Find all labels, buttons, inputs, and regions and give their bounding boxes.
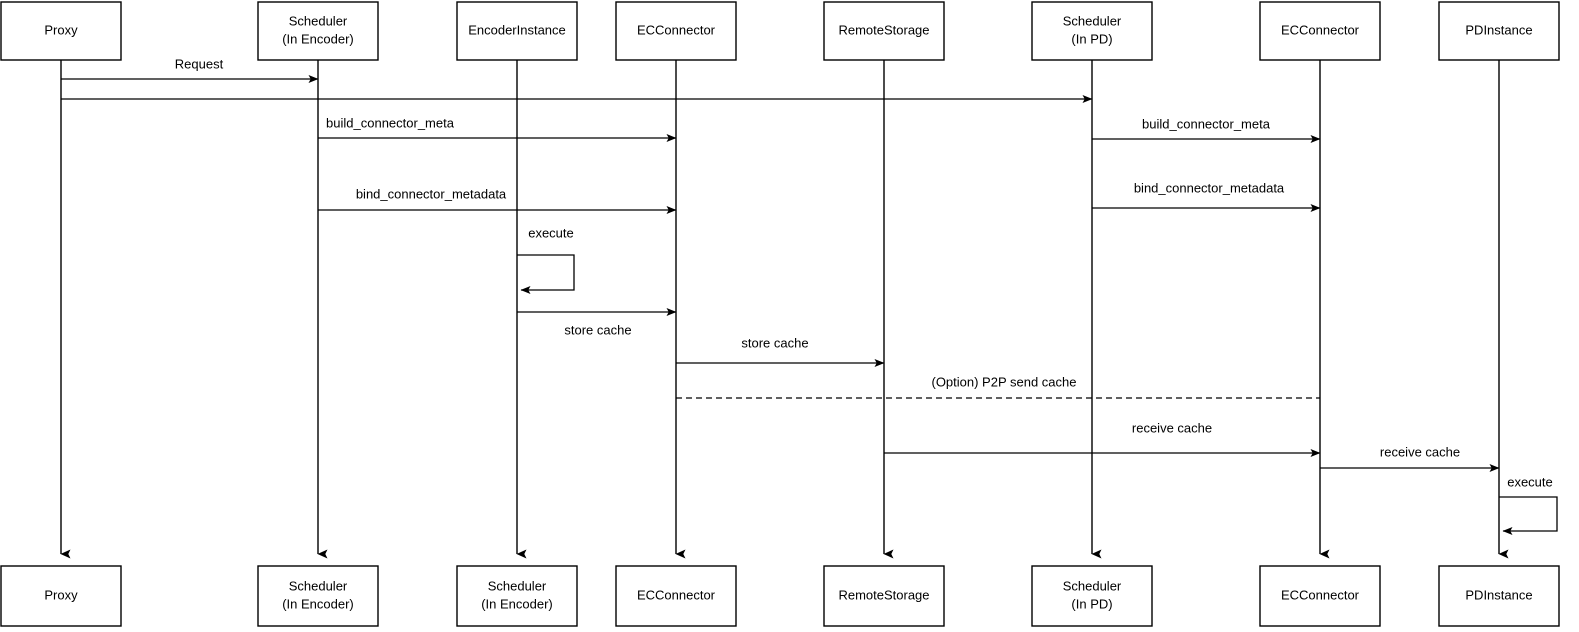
actor-footer-rect-remote-storage <box>823 565 945 627</box>
message-label-receive-cache-remote-to-pd-connector: receive cache <box>1132 420 1212 435</box>
messages-layer: Request build_connector_meta build_connect… <box>61 56 1500 472</box>
actor-header-label-ec-connector-pd: ECConnector <box>1281 22 1360 37</box>
actor-header-ec-connector-pd: ECConnector <box>1259 1 1381 61</box>
actor-footer-label-encoder-instance: Scheduler <box>488 578 547 593</box>
message-request: Request <box>61 56 319 83</box>
self-messages-layer: execute execute <box>517 225 1558 535</box>
actor-footer-ec-connector-pd: ECConnector <box>1259 565 1381 627</box>
actor-header-rect-scheduler-in-encoder <box>257 1 379 61</box>
actor-footer-rect-encoder-instance <box>456 565 578 627</box>
actor-header-remote-storage: RemoteStorage <box>823 1 945 61</box>
actor-header-label-scheduler-in-encoder: (In Encoder) <box>282 31 354 46</box>
actor-header-scheduler-in-encoder: Scheduler (In Encoder) <box>257 1 379 61</box>
message-store-cache-remote: store cache <box>676 335 885 367</box>
actor-footer-encoder-instance: Scheduler (In Encoder) <box>456 565 578 627</box>
actor-footer-pd-instance: PDInstance <box>1438 565 1560 627</box>
actor-header-encoder-instance: EncoderInstance <box>456 1 578 61</box>
actor-footer-label-scheduler-in-encoder: Scheduler <box>289 578 348 593</box>
message-receive-cache-remote-to-pd-connector: receive cache <box>884 420 1321 457</box>
lifelines-layer <box>60 60 1509 559</box>
actor-header-rect-pd-instance <box>1438 1 1560 61</box>
actor-footer-rect-pd-instance <box>1438 565 1560 627</box>
actor-header-rect-encoder-instance <box>456 1 578 61</box>
self-message-execute-encoder: execute <box>517 225 575 294</box>
actor-header-label-scheduler-in-encoder: Scheduler <box>289 13 348 28</box>
actor-footer-label-proxy: Proxy <box>44 587 78 602</box>
actor-header-label-pd-instance: PDInstance <box>1465 22 1532 37</box>
self-message-label-execute-pd: execute <box>1507 474 1553 489</box>
message-label-store-cache-encoder: store cache <box>564 322 631 337</box>
message-build-connector-meta-encoder: build_connector_meta <box>318 115 677 142</box>
actor-header-label-proxy: Proxy <box>44 22 78 37</box>
actor-footer-rect-ec-connector-encoder <box>615 565 737 627</box>
actor-footer-label-ec-connector-encoder: ECConnector <box>637 587 716 602</box>
self-message-path-execute-encoder <box>517 254 575 294</box>
actor-header-scheduler-in-pd: Scheduler (In PD) <box>1031 1 1153 61</box>
actor-header-rect-remote-storage <box>823 1 945 61</box>
message-store-cache-encoder: store cache <box>517 308 677 337</box>
actor-footer-remote-storage: RemoteStorage <box>823 565 945 627</box>
message-build-connector-meta-pd: build_connector_meta <box>1092 116 1321 143</box>
actor-header-ec-connector-encoder: ECConnector <box>615 1 737 61</box>
message-label-request: Request <box>175 56 224 71</box>
actor-header-label-scheduler-in-pd: Scheduler <box>1063 13 1122 28</box>
top-actor-boxes-layer: Proxy Scheduler (In Encoder) EncoderInstanc… <box>0 1 1560 61</box>
message-label-build-connector-meta-pd: build_connector_meta <box>1142 116 1271 131</box>
actor-footer-rect-proxy <box>0 565 122 627</box>
message-label-bind-connector-metadata-pd: bind_connector_metadata <box>1134 180 1285 195</box>
actor-header-rect-ec-connector-pd <box>1259 1 1381 61</box>
bottom-actor-boxes-layer: Proxy Scheduler (In Encoder) Scheduler (In E… <box>0 565 1560 627</box>
message-bind-connector-metadata-encoder: bind_connector_metadata <box>318 186 677 214</box>
actor-header-proxy: Proxy <box>0 1 122 61</box>
self-message-path-execute-pd <box>1499 496 1558 535</box>
actor-footer-ec-connector-encoder: ECConnector <box>615 565 737 627</box>
actor-footer-label-scheduler-in-pd: Scheduler <box>1063 578 1122 593</box>
message-label-p2p-send-cache: (Option) P2P send cache <box>931 374 1076 389</box>
actor-header-label-remote-storage: RemoteStorage <box>838 22 929 37</box>
actor-footer-scheduler-in-encoder: Scheduler (In Encoder) <box>257 565 379 627</box>
actor-footer-scheduler-in-pd: Scheduler (In PD) <box>1031 565 1153 627</box>
actor-header-rect-ec-connector-encoder <box>615 1 737 61</box>
message-receive-cache-connector-to-pd: receive cache <box>1320 444 1500 472</box>
self-message-label-execute-encoder: execute <box>528 225 574 240</box>
message-label-bind-connector-metadata-encoder: bind_connector_metadata <box>356 186 507 201</box>
message-label-receive-cache-connector-to-pd: receive cache <box>1380 444 1460 459</box>
actor-header-pd-instance: PDInstance <box>1438 1 1560 61</box>
actor-footer-proxy: Proxy <box>0 565 122 627</box>
actor-footer-rect-ec-connector-pd <box>1259 565 1381 627</box>
actor-footer-label-remote-storage: RemoteStorage <box>838 587 929 602</box>
message-p2p-send-cache: (Option) P2P send cache <box>676 374 1320 399</box>
message-label-store-cache-remote: store cache <box>741 335 808 350</box>
actor-footer-label-scheduler-in-pd: (In PD) <box>1071 596 1112 611</box>
actor-header-rect-proxy <box>0 1 122 61</box>
actor-header-label-encoder-instance: EncoderInstance <box>468 22 566 37</box>
actor-footer-rect-scheduler-in-encoder <box>257 565 379 627</box>
actor-footer-label-scheduler-in-encoder: (In Encoder) <box>282 596 354 611</box>
message-label-build-connector-meta-encoder: build_connector_meta <box>326 115 455 130</box>
self-message-execute-pd: execute <box>1499 474 1558 535</box>
actor-footer-rect-scheduler-in-pd <box>1031 565 1153 627</box>
message-bind-connector-metadata-pd: bind_connector_metadata <box>1092 180 1321 212</box>
actor-footer-label-pd-instance: PDInstance <box>1465 587 1532 602</box>
actor-footer-label-encoder-instance: (In Encoder) <box>481 596 553 611</box>
actor-header-rect-scheduler-in-pd <box>1031 1 1153 61</box>
actor-footer-label-ec-connector-pd: ECConnector <box>1281 587 1360 602</box>
actor-header-label-ec-connector-encoder: ECConnector <box>637 22 716 37</box>
actor-header-label-scheduler-in-pd: (In PD) <box>1071 31 1112 46</box>
